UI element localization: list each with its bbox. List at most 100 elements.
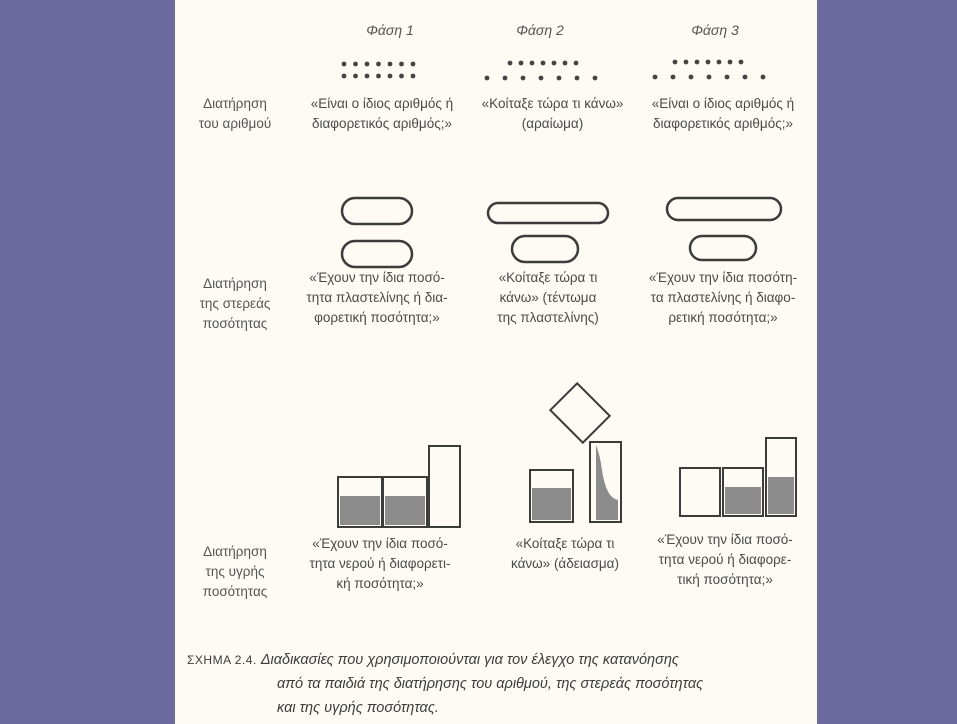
caption-label: ΣΧΗΜΑ 2.4. [187, 653, 257, 667]
dot-row-phase1-bottom-dot [341, 73, 347, 79]
liquid-containers [337, 381, 797, 528]
text-line: ρετική ποσότητα;» [668, 310, 778, 325]
clay-stretched-phase2 [486, 201, 610, 225]
row-number-phase2-text: «Κοίταξε τώρα τι κάνω» (αραίωμα) [470, 94, 635, 134]
dot-row-phase3-top-dot [705, 59, 711, 65]
text-line: τική ποσότητα;» [677, 572, 773, 587]
dot-row-phase2-bottom-dot [538, 75, 544, 81]
text-line: «Κοίταξε τώρα τι [498, 270, 598, 285]
dot-row-phase3-bottom-dot [688, 74, 694, 80]
row-solid-label-line: Διατήρηση [203, 276, 267, 291]
figure-caption: ΣΧΗΜΑ 2.4. Διαδικασίες που χρησιμοποιούν… [187, 648, 812, 720]
text-line: «Είναι ο ίδιος αριθμός ή [310, 96, 454, 111]
row-solid-label: Διατήρηση της στερεάς ποσότητας [185, 274, 285, 334]
caption-line-2: από τα παιδιά της διατήρησης του αριθμού… [277, 676, 704, 692]
dot-row-phase1-top-dot [353, 61, 358, 67]
glass-phase3-a [679, 467, 721, 517]
dot-row-phase1-top-dot [387, 61, 393, 67]
dot-row-phase1-top-dot [410, 61, 416, 67]
dot-row-phase3-bottom-dot [652, 74, 658, 80]
dot-row-phase2-top-dot [529, 60, 535, 66]
text-line: (αραίωμα) [521, 116, 584, 131]
dot-row-phase3-top-dot [694, 59, 700, 65]
dot-row-phase1-bottom-dot [399, 73, 404, 79]
dot-row-phase3-bottom-dot [742, 74, 748, 80]
liquid-phase3-tall [768, 477, 794, 514]
dot-row-phase2-top-dot [573, 60, 579, 66]
clay-ball-phase1-top [340, 196, 414, 226]
dot-row-phase2-bottom-dot [484, 75, 490, 81]
text-line: κάνω» (άδειασμα) [511, 556, 619, 571]
row-solid-phase3-text: «Έχουν την ίδια ποσότη- τα πλαστελίνης ή… [633, 268, 813, 328]
dot-row-phase2-top-dot [518, 60, 524, 66]
text-line: διαφορετικός αριθμός;» [652, 116, 793, 131]
text-line: τητα νερού ή διαφορε- [658, 552, 792, 567]
row-liquid-label: Διατήρηση της υγρής ποσότητας [185, 542, 285, 602]
row-liquid-phase2-text: «Κοίταξε τώρα τι κάνω» (άδειασμα) [500, 534, 630, 574]
row-liquid-label-line: ποσότητας [202, 584, 268, 599]
dot-row-phase2-bottom-dot [574, 75, 580, 81]
dot-row-phase3-top-dot [683, 59, 689, 65]
row-number-label-line: Διατήρηση [203, 96, 267, 111]
clay-shapes [340, 196, 783, 269]
clay-stretched-phase3 [665, 196, 783, 222]
dot-row-phase2-bottom-dot [520, 75, 526, 81]
dot-row-phase3-top-dot [738, 59, 744, 65]
dot-rows [341, 59, 766, 81]
dot-row-phase1-bottom-dot [364, 73, 370, 79]
text-line: «Έχουν την ίδια ποσό- [657, 532, 793, 547]
dot-row-phase3-bottom-dot [670, 74, 676, 80]
pour-stream [596, 445, 618, 520]
phase-2-header: Φάση 2 [516, 22, 564, 38]
text-line: «Κοίταξε τώρα τι [515, 536, 615, 551]
text-line: τητα πλαστελίνης ή δια- [306, 290, 448, 305]
text-line: «Έχουν την ίδια ποσό- [309, 270, 445, 285]
dot-row-phase3-bottom-dot [706, 74, 712, 80]
row-number-phase3-text: «Είναι ο ίδιος αριθμός ή διαφορετικός αρ… [633, 94, 813, 134]
row-liquid-phase3-text: «Έχουν την ίδια ποσό- τητα νερού ή διαφο… [640, 530, 810, 590]
dot-row-phase2-bottom-dot [592, 75, 598, 81]
phase-3-header: Φάση 3 [691, 22, 739, 38]
dot-row-phase1-bottom-dot [353, 73, 358, 79]
clay-ball-phase2 [510, 234, 580, 264]
text-line: διαφορετικός αριθμός;» [311, 116, 452, 131]
row-liquid-label-line: της υγρής [205, 564, 265, 579]
dot-row-phase3-top-dot [672, 59, 678, 65]
phase-1-header: Φάση 1 [366, 22, 414, 38]
text-line: φορετική ποσότητα;» [314, 310, 440, 325]
row-liquid-phase1-text: «Έχουν την ίδια ποσό- τητα νερού ή διαφο… [295, 534, 465, 594]
text-line: κή ποσότητα;» [336, 576, 424, 591]
row-liquid-label-line: Διατήρηση [203, 544, 267, 559]
row-solid-label-line: ποσότητας [202, 316, 268, 331]
dot-row-phase1-top-dot [376, 61, 381, 67]
dot-row-phase1-top-dot [341, 61, 347, 67]
text-line: «Κοίταξε τώρα τι κάνω» [481, 96, 624, 111]
right-margin [817, 0, 957, 724]
row-solid-label-line: της στερεάς [199, 296, 271, 311]
tall-glass-phase1 [428, 445, 461, 528]
dot-row-phase2-bottom-dot [556, 75, 562, 81]
tilted-glass-phase2 [548, 381, 612, 445]
text-line: κάνω» (τέντωμα [499, 290, 597, 305]
dot-row-phase2-bottom-dot [502, 75, 508, 81]
liquid-phase1-b [385, 496, 425, 525]
dot-row-phase1-bottom-dot [387, 73, 393, 79]
row-solid-phase1-text: «Έχουν την ίδια ποσό- τητα πλαστελίνης ή… [292, 268, 462, 328]
text-line: της πλαστελίνης) [497, 310, 599, 325]
dot-row-phase3-bottom-dot [724, 74, 730, 80]
dot-row-phase3-top-dot [716, 59, 722, 65]
row-number-phase1-text: «Είναι ο ίδιος αριθμός ή διαφορετικός αρ… [292, 94, 472, 134]
row-number-label: Διατήρηση του αριθμού [185, 94, 285, 134]
dot-row-phase2-top-dot [551, 60, 557, 66]
liquid-phase3-b [725, 487, 761, 514]
row-solid-phase2-text: «Κοίταξε τώρα τι κάνω» (τέντωμα της πλασ… [478, 268, 618, 328]
left-margin [0, 0, 175, 724]
dot-row-phase1-bottom-dot [376, 73, 381, 79]
figure-panel [175, 0, 817, 724]
dot-row-phase2-top-dot [540, 60, 546, 66]
clay-ball-phase1-bottom [340, 239, 414, 269]
dot-row-phase3-top-dot [727, 59, 733, 65]
dot-row-phase1-top-dot [364, 61, 370, 67]
row-number-label-line: του αριθμού [198, 116, 272, 131]
